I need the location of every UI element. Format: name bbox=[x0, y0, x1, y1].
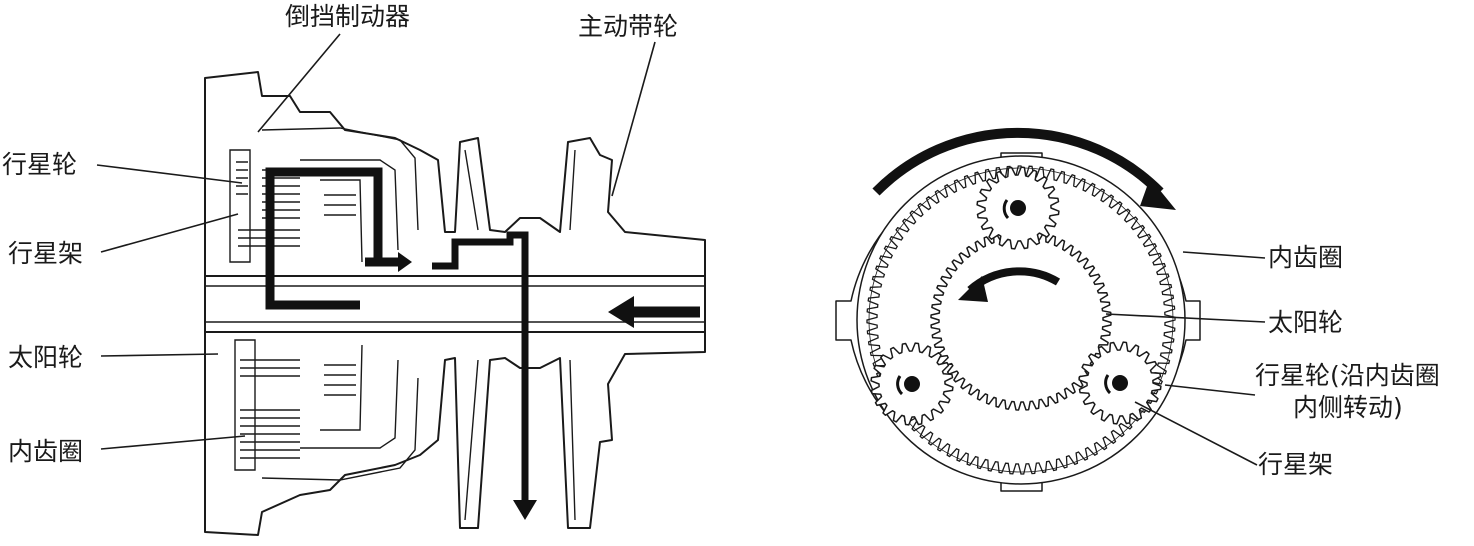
right-leader-lines bbox=[1105, 251, 1266, 466]
left-leader-lines bbox=[96, 33, 656, 450]
label-sun-gear-right: 太阳轮 bbox=[1268, 308, 1343, 337]
label-sun-gear-left: 太阳轮 bbox=[8, 343, 83, 372]
cross-section-drawing bbox=[204, 71, 706, 536]
label-ring-gear-left: 内齿圈 bbox=[8, 437, 83, 466]
label-planet-carrier-left: 行星架 bbox=[8, 239, 83, 268]
label-planet-gear-left: 行星轮 bbox=[2, 150, 77, 179]
label-reverse-brake: 倒挡制动器 bbox=[285, 2, 410, 31]
label-planet-carrier-right: 行星架 bbox=[1258, 450, 1333, 479]
sun-gear bbox=[930, 229, 1112, 411]
label-drive-pulley: 主动带轮 bbox=[578, 12, 678, 41]
labels: 倒挡制动器 主动带轮 行星轮 行星架 太阳轮 内齿圈 内齿圈 太阳轮 行星轮(沿… bbox=[2, 2, 1440, 479]
label-ring-gear-right: 内齿圈 bbox=[1268, 243, 1343, 272]
label-planet-gear-right-line2: 内侧转动) bbox=[1293, 393, 1403, 422]
label-planet-gear-right-line1: 行星轮(沿内齿圈 bbox=[1255, 361, 1440, 390]
ring-rotation-arrow-icon bbox=[872, 127, 1164, 196]
planetary-gear-set bbox=[835, 127, 1201, 492]
